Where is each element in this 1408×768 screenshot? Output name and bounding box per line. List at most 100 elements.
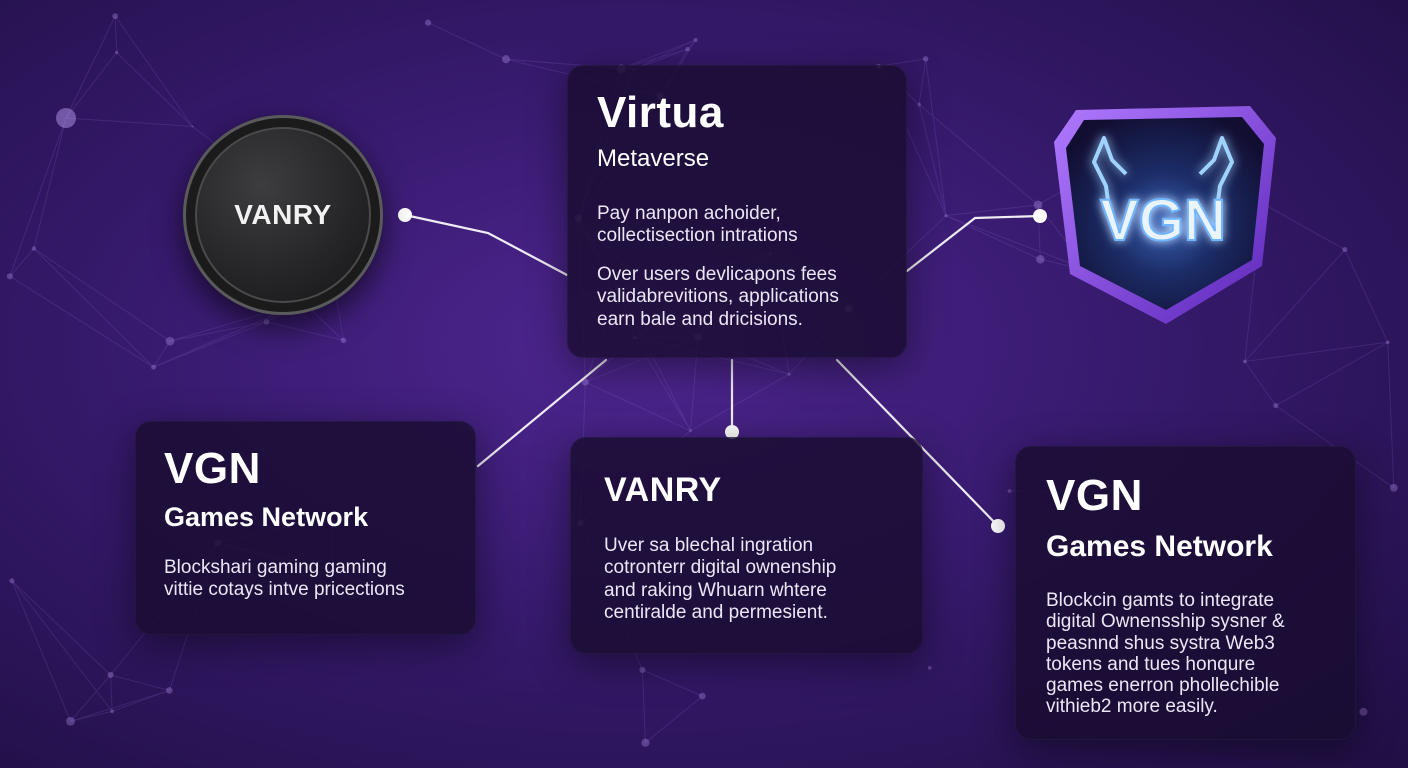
background-link [111,689,170,712]
background-link [11,580,71,722]
background-link [169,321,267,342]
background-node [340,337,347,344]
background-link [918,104,1039,206]
background-link [33,117,67,249]
background-link [1261,202,1346,250]
background-link [9,248,35,277]
connector-dot-token [398,208,412,222]
background-node [1243,359,1247,364]
background-node [165,336,175,346]
background-node [191,125,194,128]
background-link [641,669,646,743]
background-link [65,52,118,119]
vanry-token-label: VANRY [234,199,332,230]
background-node [110,709,114,714]
card-description: Blockshari gaming gaming vittie cotays i… [164,557,405,601]
background-node [698,692,706,700]
background-link [114,16,118,53]
card-title: VGN [164,444,261,493]
vgn-games-network-card-right: VGN Games Network Blockcin gamts to inte… [1015,446,1356,740]
background-node [115,50,119,55]
background-node [107,671,114,679]
background-link [1244,249,1346,362]
background-link [1275,341,1388,407]
background-link [620,39,696,70]
background-node [1033,200,1043,210]
background-node [1342,247,1348,253]
background-link [110,674,170,691]
background-node [1007,488,1012,493]
background-link [1387,342,1395,488]
background-node [639,666,646,673]
background-link [33,248,154,368]
background-link [945,204,1039,217]
background-node [151,364,156,370]
background-node [501,55,511,64]
background-node [787,372,791,376]
card-description-2: Over users devlicapons fees validabrevit… [597,263,839,330]
background-link [687,39,696,50]
background-link [33,248,171,342]
background-node [263,319,270,325]
background-node [689,429,692,433]
background-node [166,687,173,694]
virtua-metaverse-card: Virtua Metaverse Pay nanpon achoider, co… [567,65,907,358]
background-node [1359,707,1368,716]
background-link [945,215,1089,271]
background-link [427,22,507,60]
background-link [70,710,113,722]
vanry-card: VANRY Uver sa blechal ingration cotronte… [570,437,923,654]
card-title: VGN [1046,471,1143,520]
background-link [65,117,193,127]
vgn-shield-logo-icon: VGN [1054,106,1276,324]
background-node [581,378,589,386]
connector-token-to-virtua [403,213,569,277]
background-link [110,674,113,712]
background-node [31,246,37,251]
background-link [645,695,703,744]
card-subtitle: Games Network [164,502,369,532]
background-node [927,666,932,670]
background-node [66,716,75,726]
background-link [633,39,696,70]
background-link [9,117,67,277]
background-node [424,19,432,26]
background-node [685,46,690,52]
background-node [944,214,948,218]
background-node [1389,483,1398,492]
background-link [266,321,344,341]
shield-glyph-text: VGN [1100,188,1226,253]
card-subtitle: Metaverse [597,145,710,172]
card-title: VANRY [604,471,722,509]
background-link [116,52,193,127]
connector-virtua-to-shield [905,214,1042,273]
background-link [918,104,947,216]
card-description: Blockcin gamts to integrate digital Owne… [1046,590,1285,718]
background-link [925,58,947,216]
vgn-games-network-card-left: VGN Games Network Blockshari gaming gami… [135,421,476,635]
background-node [693,37,698,42]
background-node [1385,340,1390,345]
background-node [917,102,921,107]
connector-dot-vanry [725,425,739,439]
vanry-token-coin: VANRY [183,115,383,315]
background-link [70,689,170,722]
connector-virtua-to-vgn-left [476,358,608,468]
background-node [922,56,929,62]
background-link [690,373,790,432]
background-link [642,669,703,697]
background-link [11,580,113,712]
background-node [641,738,650,747]
background-link [114,15,193,127]
background-link [585,381,691,432]
background-link [1344,249,1389,343]
background-node [112,13,119,20]
background-link [1244,361,1277,406]
background-node [9,578,15,584]
background-link [918,58,927,105]
background-node [56,108,76,128]
background-link [65,15,116,119]
card-title: Virtua [597,88,724,137]
background-link [70,674,111,722]
card-description: Pay nanpon achoider, collectisection int… [597,203,798,247]
